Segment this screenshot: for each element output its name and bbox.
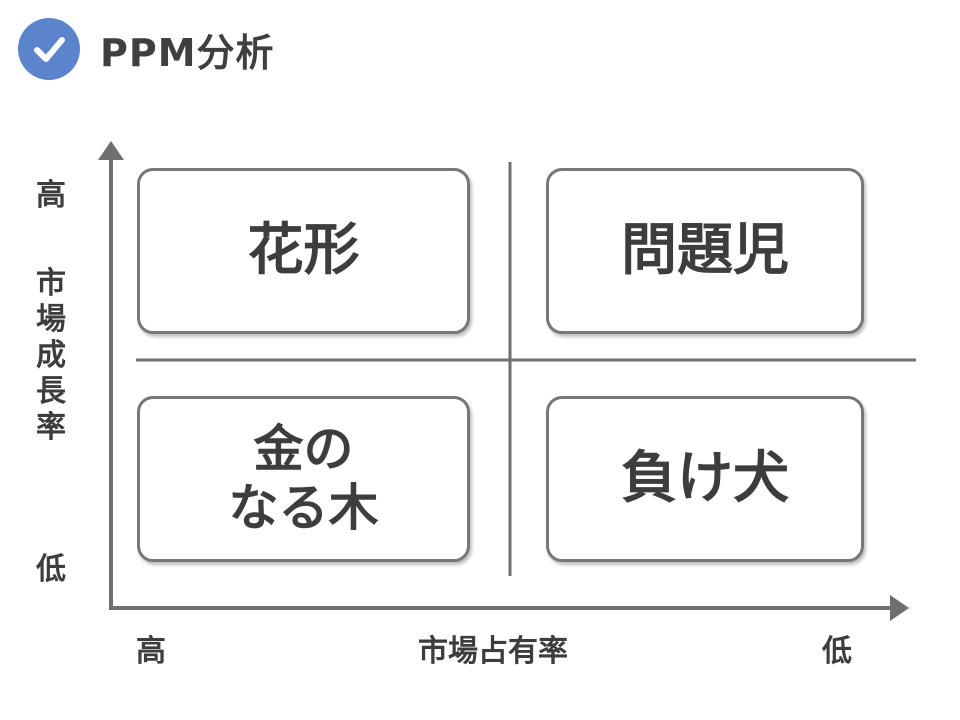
quadrant-dog: 負け犬 xyxy=(546,396,864,562)
y-axis-low-label: 低 xyxy=(36,552,66,587)
page-title: PPM分析 xyxy=(100,30,275,75)
quadrant-star: 花形 xyxy=(137,168,470,334)
check-circle-icon xyxy=(18,18,80,80)
y-axis-arrow xyxy=(98,141,124,160)
x-axis-arrow xyxy=(890,595,909,621)
y-axis-title: 市場成長率 xyxy=(36,266,66,445)
quadrant-cash-cow: 金の なる木 xyxy=(137,396,470,562)
y-axis-high-label: 高 xyxy=(36,178,66,213)
x-axis-high-label: 高 xyxy=(136,634,166,669)
x-axis-low-label: 低 xyxy=(822,634,852,669)
quadrant-problem-child: 問題児 xyxy=(546,168,864,334)
x-axis-title: 市場占有率 xyxy=(418,634,568,669)
header: PPM分析 xyxy=(18,18,275,80)
